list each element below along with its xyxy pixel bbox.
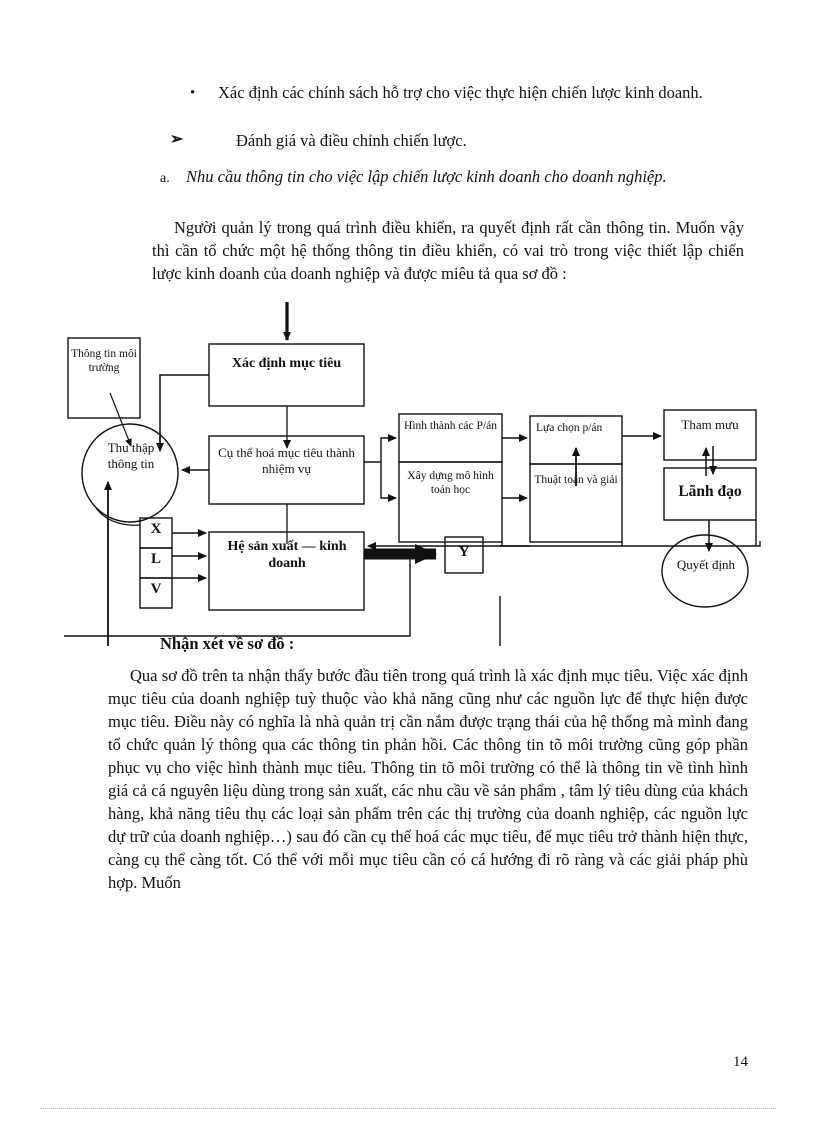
box-input-x — [139, 517, 173, 549]
alpha-item-text: Nhu cầu thông tin cho việc lập chiến lượ… — [186, 167, 667, 186]
line-right-return — [500, 541, 761, 547]
box-form-plans — [398, 413, 503, 463]
circle-collect-info — [81, 423, 179, 523]
arrow-concretize-to-formplans — [364, 434, 397, 463]
bullet-marker-icon: • — [190, 85, 196, 101]
section-heading: Nhận xét về sơ đồ : — [160, 634, 295, 653]
circle-decision — [661, 534, 749, 608]
arrow-list-item: ➢ Đánh giá và điều chỉnh chiến lược. — [150, 130, 745, 152]
diagram-canvas — [64, 302, 761, 646]
box-define-goal — [208, 343, 365, 407]
main-paragraph: Qua sơ đồ trên ta nhận thấy bước đầu tiê… — [108, 666, 748, 892]
box-input-v — [139, 577, 173, 609]
box-env-info — [67, 337, 141, 419]
line-collect-to-x — [95, 507, 141, 526]
alpha-marker: a. — [160, 171, 170, 186]
box-advisor — [663, 409, 757, 461]
intro-paragraph: Người quản lý trong quá trình điều khiển… — [152, 218, 744, 283]
line-feedback-bottom — [108, 554, 411, 637]
line-goal-left — [159, 374, 209, 446]
box-leader — [663, 467, 757, 521]
arrow-env-to-collect — [109, 392, 132, 447]
page-number: 14 — [733, 1054, 748, 1070]
arrow-marker-icon: ➢ — [170, 131, 184, 148]
information-system-flow-diagram: Thông tin môi trường Thu thập thông tin … — [0, 296, 816, 646]
bullet-item-text: Xác định các chính sách hỗ trợ cho việc … — [218, 83, 703, 102]
box-build-model — [398, 461, 503, 543]
footer-divider — [40, 1108, 776, 1109]
box-input-l — [139, 547, 173, 579]
alpha-list-item: a. Nhu cầu thông tin cho việc lập chiến … — [150, 165, 750, 188]
arrow-item-text: Đánh giá và điều chỉnh chiến lược. — [236, 131, 467, 150]
bullet-list-item: • Xác định các chính sách hỗ trợ cho việ… — [150, 82, 745, 104]
box-output-y — [444, 536, 484, 574]
arrow-concretize-to-model — [380, 462, 397, 502]
